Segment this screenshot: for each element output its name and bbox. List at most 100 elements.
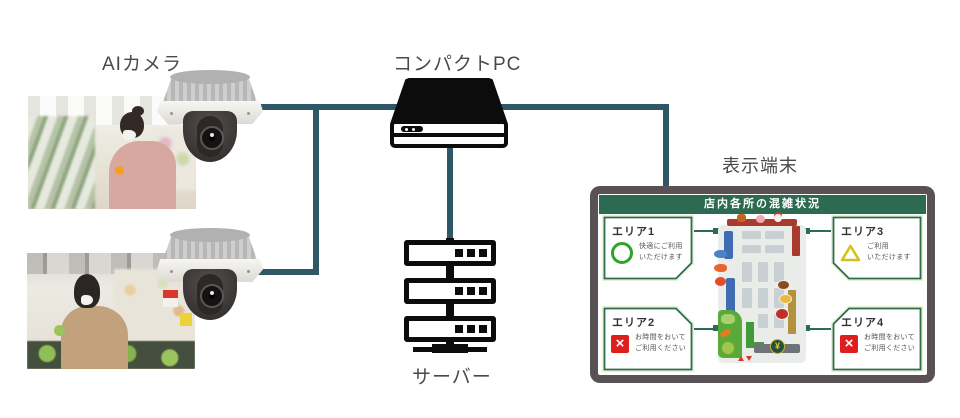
produce-highlight	[721, 314, 735, 324]
server-unit	[404, 278, 496, 304]
camera-glint-icon	[210, 133, 214, 137]
fish-section-upper	[724, 231, 733, 259]
area-name: エリア2	[612, 317, 656, 329]
shelf-block	[742, 231, 761, 239]
server-unit	[404, 240, 496, 266]
cabbage-icon	[721, 341, 735, 355]
area-message-line2: いただけます	[639, 254, 683, 261]
shelf-block	[765, 231, 784, 239]
area4-map-node	[804, 325, 810, 331]
area-message: 快適にご利用 いただけます	[639, 242, 683, 264]
shelf-block	[742, 262, 752, 282]
server-drive-icons	[455, 249, 487, 257]
photo2-ceiling	[27, 253, 195, 274]
photo1-shopper-bun	[132, 106, 145, 117]
camera-glint-icon	[210, 291, 214, 295]
pig-icon	[756, 215, 765, 223]
area-name: エリア3	[841, 226, 885, 238]
entrance-marker-up	[738, 356, 744, 361]
camera-cap-top-icon	[170, 70, 250, 84]
camera-screw-icon	[170, 112, 173, 115]
area-panel-1: エリア1 快適にご利用 いただけます	[602, 215, 694, 281]
server-drive-icons	[455, 325, 487, 333]
area-message: お時間をおいて ご利用ください	[635, 333, 686, 355]
shelf-block	[758, 262, 768, 282]
camera-pupil-icon	[209, 293, 215, 299]
area3-connector	[806, 230, 831, 232]
display-terminal-label: 表示端末	[722, 156, 798, 176]
status-caution-icon	[840, 244, 861, 262]
camera-screw-icon	[247, 112, 250, 115]
photo1-shopper-mask	[122, 129, 136, 140]
deli-section-top	[792, 226, 800, 256]
pc-led-icon	[401, 126, 423, 132]
area1-connector	[694, 230, 718, 232]
camera-lens-icon	[200, 284, 224, 308]
area-message-line2: ご利用ください	[635, 344, 687, 352]
camera-screw-icon	[170, 270, 173, 273]
photo2-price-sign-yellow	[179, 313, 192, 327]
server-drive-icons	[455, 287, 487, 295]
panel-shape-notch-br	[602, 215, 694, 281]
shelf-block	[758, 314, 768, 328]
store-photo-1	[28, 96, 196, 209]
display-terminal: 店内各所の混雑状況 エリア1 快適にご利用 いただけます	[590, 186, 935, 383]
register-icon: ¥	[770, 339, 785, 354]
area-message: ご利用 いただけます	[867, 242, 911, 264]
shelf-block	[774, 314, 784, 328]
photo2-vegetable	[53, 324, 65, 336]
area-message-line1: お時間をおいて	[864, 334, 915, 341]
chicken-icon	[774, 214, 782, 222]
display-screen: 店内各所の混雑状況 エリア1 快適にご利用 いただけます	[598, 194, 927, 375]
server-unit	[404, 316, 496, 342]
area-message-line1: お時間をおいて	[635, 334, 686, 341]
shelf-block	[758, 288, 768, 308]
entrance-marker-down	[746, 356, 752, 361]
photo1-shelves-left	[28, 116, 96, 209]
photo2-shopper-mask	[80, 294, 93, 305]
area-message: お時間をおいて ご利用ください	[864, 333, 915, 355]
area-message-line2: いただけます	[867, 253, 911, 261]
produce-shelf-L	[746, 322, 754, 348]
panel-shape-notch-tl	[831, 306, 923, 372]
status-crowded-icon	[611, 334, 629, 353]
photo2-shopper-coat	[60, 306, 128, 369]
camera-dome-icon	[183, 269, 237, 320]
area-message-line1: ご利用	[867, 243, 889, 250]
camera-faceplate-icon	[197, 116, 224, 157]
fish-section-lower	[726, 278, 735, 322]
camera-pupil-icon	[209, 135, 215, 141]
panel-shape-notch-tr	[602, 306, 694, 372]
noodle-bowl-icon	[775, 308, 789, 320]
ai-camera-1	[157, 70, 263, 162]
status-ok-icon	[611, 242, 633, 264]
camera-lens-icon	[200, 126, 224, 150]
cable-camera2-horizontal	[256, 269, 319, 275]
photo1-shopper-coat	[108, 141, 176, 209]
photo1-fruit	[115, 166, 125, 176]
deli-section-bottom	[788, 290, 796, 334]
cow-icon	[737, 214, 746, 222]
area-panel-4: エリア4 お時間をおいて ご利用ください	[831, 306, 923, 372]
ai-camera-label: AIカメラ	[102, 54, 182, 75]
compact-pc-illustration	[390, 78, 508, 148]
compact-pc-label: コンパクトPC	[393, 54, 522, 75]
shelf-block	[765, 245, 784, 253]
shelf-block	[742, 288, 752, 308]
cable-camera2-vertical	[313, 104, 319, 275]
area2-map-node	[713, 325, 719, 331]
fish-icon	[714, 250, 727, 258]
pc-lid-icon	[390, 78, 508, 124]
camera-dome-icon	[183, 111, 237, 162]
server-illustration	[404, 238, 496, 360]
area4-connector	[806, 328, 831, 330]
area-name: エリア1	[612, 226, 656, 238]
shelf-block	[774, 262, 784, 282]
camera-screw-icon	[247, 270, 250, 273]
ai-camera-2	[157, 228, 263, 320]
area1-map-node	[713, 228, 719, 234]
shrimp-icon	[715, 277, 726, 286]
panel-shape-notch-bl	[831, 215, 923, 281]
area-panel-3: エリア3 ご利用 いただけます	[831, 215, 923, 281]
